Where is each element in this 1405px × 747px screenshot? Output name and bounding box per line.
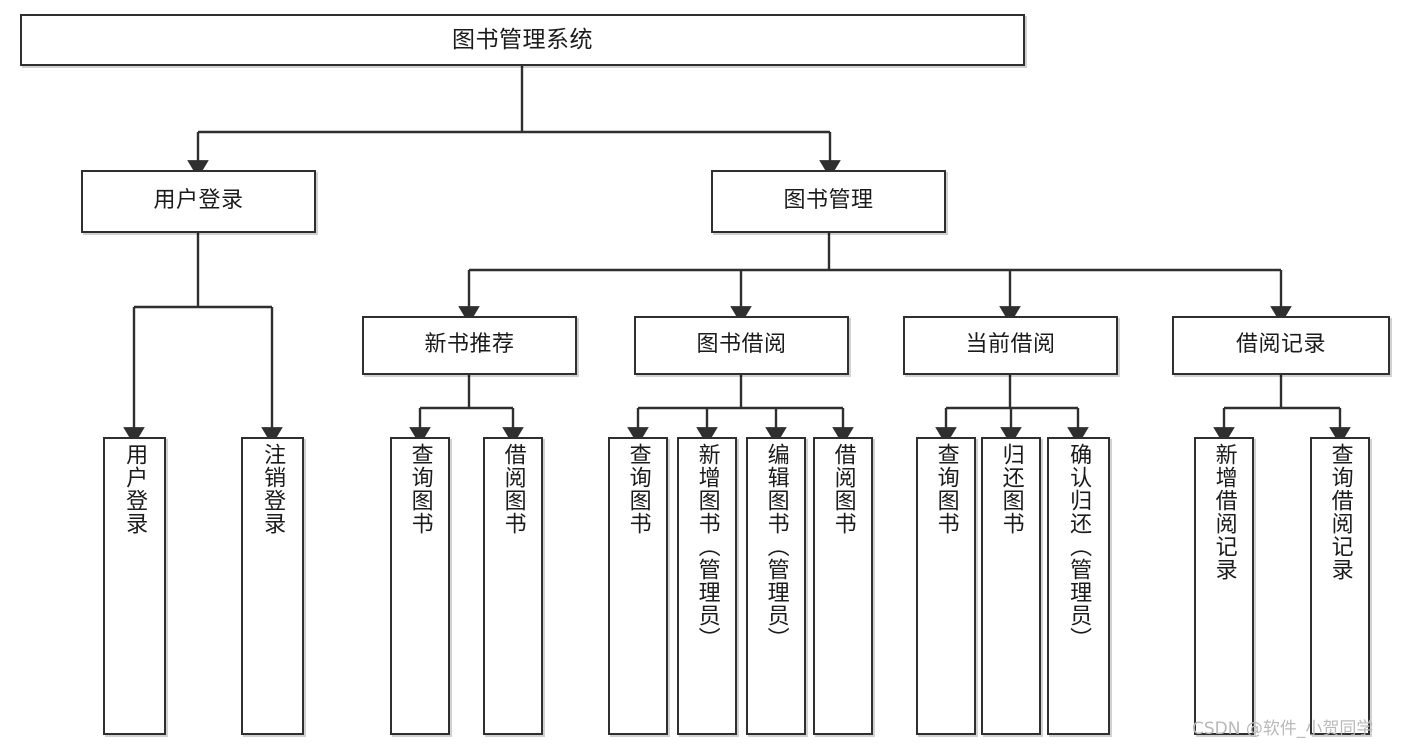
node-label: 图书管理系统 [452, 26, 593, 53]
node-leaf-edit-book-admin[interactable]: 编辑图书（管理员） [746, 437, 806, 735]
node-leaf-query-book-recommend[interactable]: 查询图书 [390, 437, 450, 735]
node-label: 图书管理 [783, 188, 874, 214]
node-label: 借阅图书 [830, 443, 856, 535]
node-leaf-add-book-admin[interactable]: 新增图书（管理员） [677, 437, 737, 735]
node-leaf-query-borrow-record[interactable]: 查询借阅记录 [1310, 437, 1370, 735]
node-leaf-borrow-book-borrowing[interactable]: 借阅图书 [813, 437, 873, 735]
node-label: 新书推荐 [424, 332, 515, 358]
node-label: 用户登录 [153, 188, 244, 214]
node-leaf-logout[interactable]: 注销登录 [241, 437, 304, 735]
node-label: 当前借阅 [965, 332, 1056, 358]
node-leaf-borrow-book-recommend[interactable]: 借阅图书 [483, 437, 543, 735]
node-label: 查询图书 [933, 443, 959, 535]
node-label: 借阅图书 [500, 443, 526, 535]
node-new-book-recommendation[interactable]: 新书推荐 [362, 316, 577, 375]
node-current-borrowing[interactable]: 当前借阅 [903, 316, 1118, 375]
node-book-management[interactable]: 图书管理 [711, 170, 946, 233]
node-label: 归还图书 [998, 443, 1024, 535]
node-label: 用户登录 [122, 443, 148, 535]
node-label: 查询图书 [625, 443, 651, 535]
node-label: 编辑图书（管理员） [763, 443, 789, 650]
node-label: 新增借阅记录 [1211, 443, 1237, 581]
node-leaf-return-book[interactable]: 归还图书 [981, 437, 1041, 735]
node-borrowing-record[interactable]: 借阅记录 [1172, 316, 1390, 375]
node-label: 注销登录 [260, 443, 286, 535]
node-leaf-add-borrow-record[interactable]: 新增借阅记录 [1194, 437, 1254, 735]
node-leaf-confirm-return-admin[interactable]: 确认归还（管理员） [1047, 437, 1110, 735]
node-book-borrowing[interactable]: 图书借阅 [634, 316, 849, 375]
node-leaf-query-book-borrowing[interactable]: 查询图书 [608, 437, 668, 735]
node-user-login[interactable]: 用户登录 [81, 170, 316, 233]
node-label: 借阅记录 [1235, 332, 1326, 358]
node-leaf-user-login[interactable]: 用户登录 [103, 437, 166, 735]
node-label: 查询图书 [407, 443, 433, 535]
node-label: 图书借阅 [696, 332, 787, 358]
node-label: 新增图书（管理员） [694, 443, 720, 650]
node-leaf-query-book-current[interactable]: 查询图书 [916, 437, 976, 735]
node-label: 确认归还（管理员） [1066, 443, 1092, 650]
node-label: 查询借阅记录 [1327, 443, 1353, 581]
node-book-management-system[interactable]: 图书管理系统 [20, 14, 1025, 66]
